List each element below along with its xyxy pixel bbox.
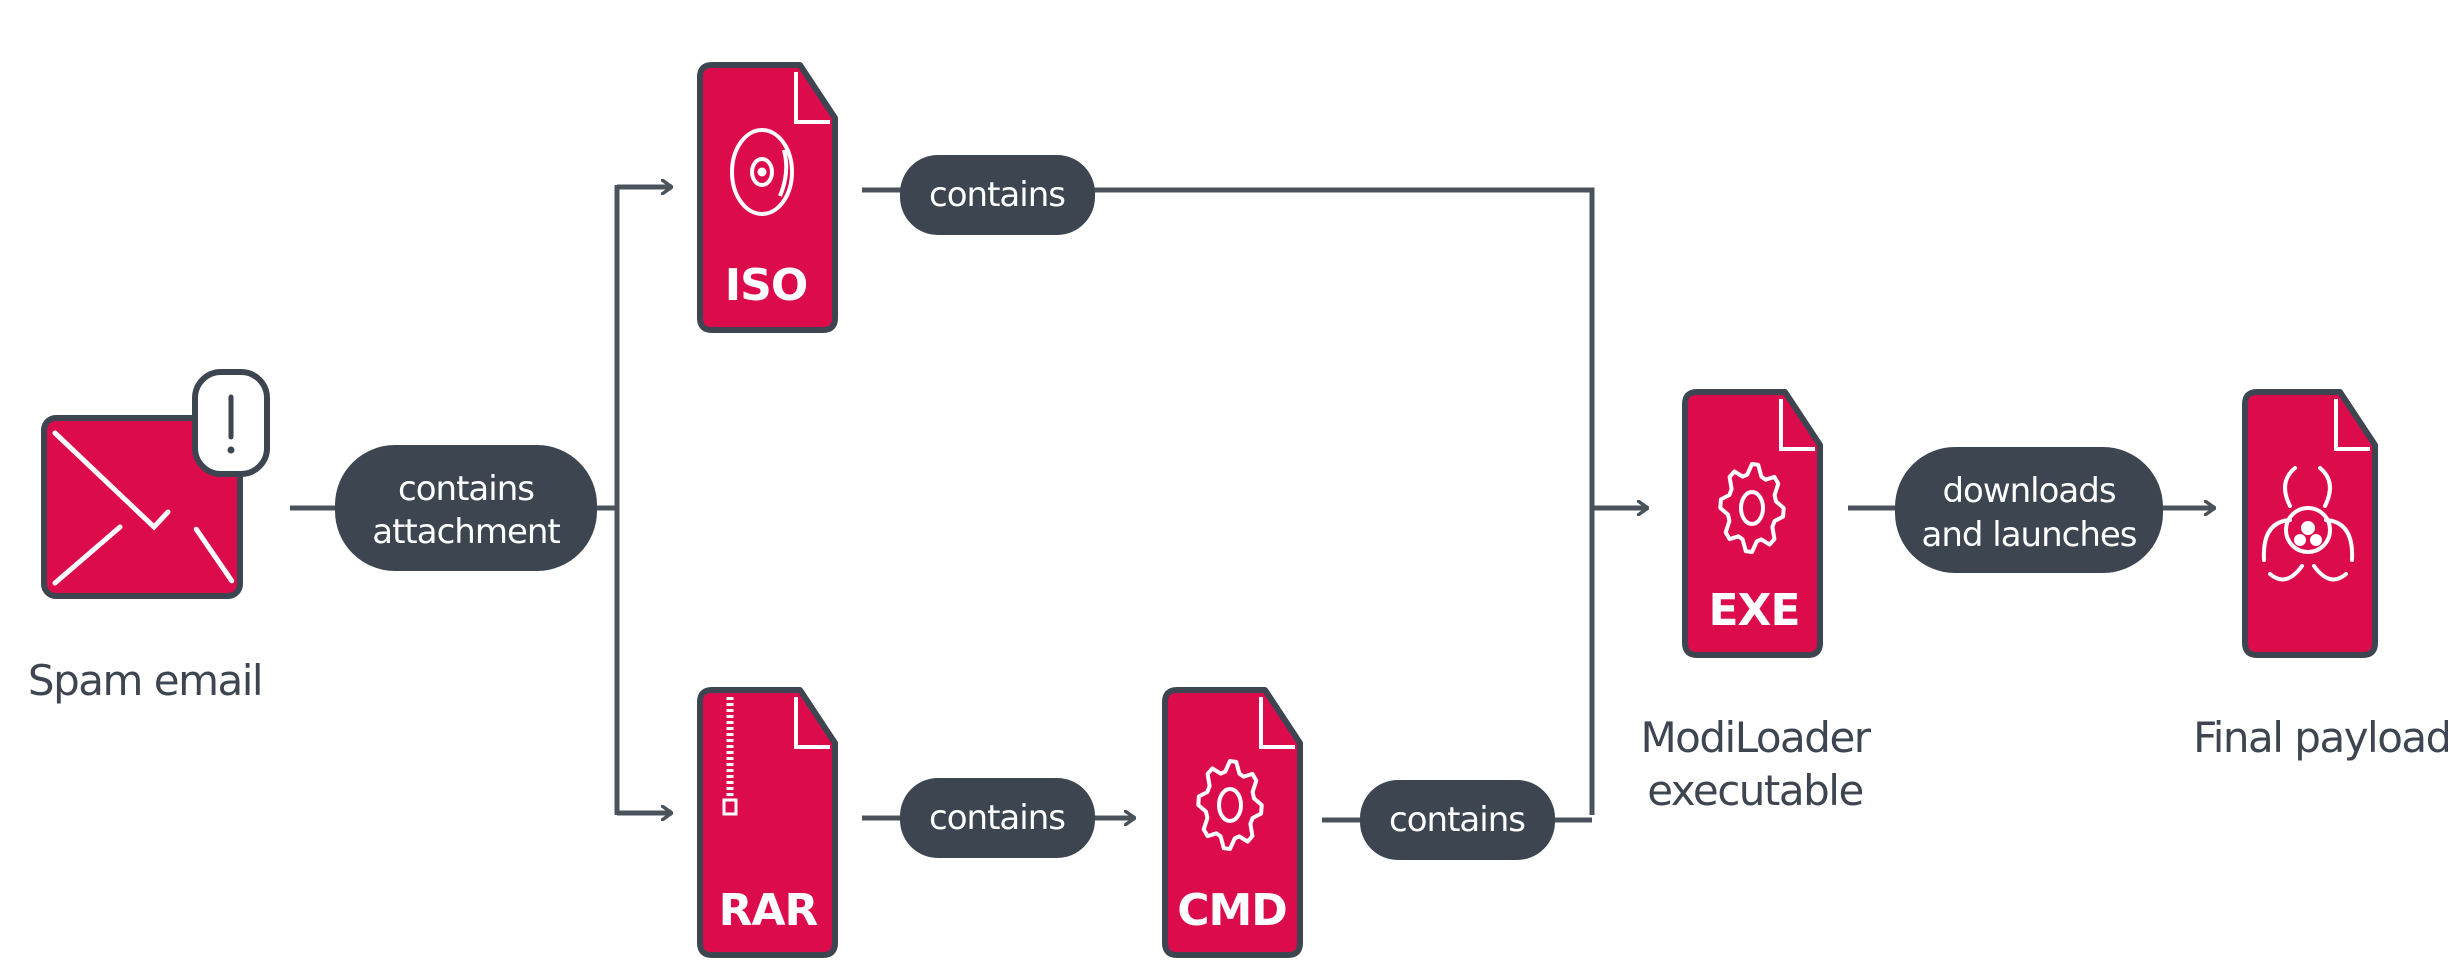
pill-text: contains — [929, 175, 1065, 215]
edge-label-iso-contains: contains — [900, 155, 1095, 235]
pill-text: contains — [1389, 800, 1525, 840]
disc-icon — [730, 128, 794, 216]
final-payload-label: Final payload — [2193, 713, 2448, 762]
gear-hub — [1217, 787, 1243, 823]
alert-badge-icon — [192, 369, 270, 477]
node-rar-file: RAR — [697, 687, 838, 958]
gear-outline — [1718, 462, 1786, 554]
node-exe-file: EXE ModiLoader executable — [1640, 389, 1873, 815]
pill-line-2: attachment — [372, 512, 560, 552]
exe-ext-label: EXE — [1708, 585, 1799, 636]
iso-ext-label: ISO — [725, 260, 807, 311]
rar-ext-label: RAR — [719, 885, 818, 936]
gear-outline — [1196, 759, 1264, 851]
spam-email-label: Spam email — [28, 656, 262, 705]
gear-hub — [1739, 490, 1765, 526]
node-final-payload: Final payload — [2193, 389, 2448, 762]
edge-label-rar-contains: contains — [900, 778, 1095, 858]
node-cmd-file: CMD — [1162, 687, 1303, 958]
connectors — [290, 185, 2215, 820]
edge-label-cmd-contains: contains — [1360, 780, 1555, 860]
document-shape — [697, 687, 838, 958]
biohazard-icon — [2261, 466, 2355, 582]
node-iso-file: ISO — [697, 62, 838, 333]
edge-label-contains-attachment: contains attachment — [335, 445, 597, 571]
cmd-ext-label: CMD — [1177, 885, 1287, 936]
node-spam-email: Spam email — [28, 369, 270, 705]
pill-text: contains — [929, 798, 1065, 838]
gear-icon — [1196, 759, 1264, 851]
envelope-icon — [41, 415, 243, 599]
pill-line-2: and launches — [1921, 515, 2136, 555]
exe-label-line-2: executable — [1647, 766, 1863, 815]
pill-line-1: downloads — [1942, 471, 2115, 511]
exe-label-line-1: ModiLoader — [1640, 713, 1871, 762]
edge-label-downloads-and-launches: downloads and launches — [1895, 447, 2163, 573]
document-shape — [697, 62, 838, 333]
gear-icon — [1718, 462, 1786, 554]
edge-iso-pill-to-exe — [1090, 187, 1595, 815]
pill-line-1: contains — [398, 469, 534, 509]
zipper-icon — [722, 697, 738, 816]
